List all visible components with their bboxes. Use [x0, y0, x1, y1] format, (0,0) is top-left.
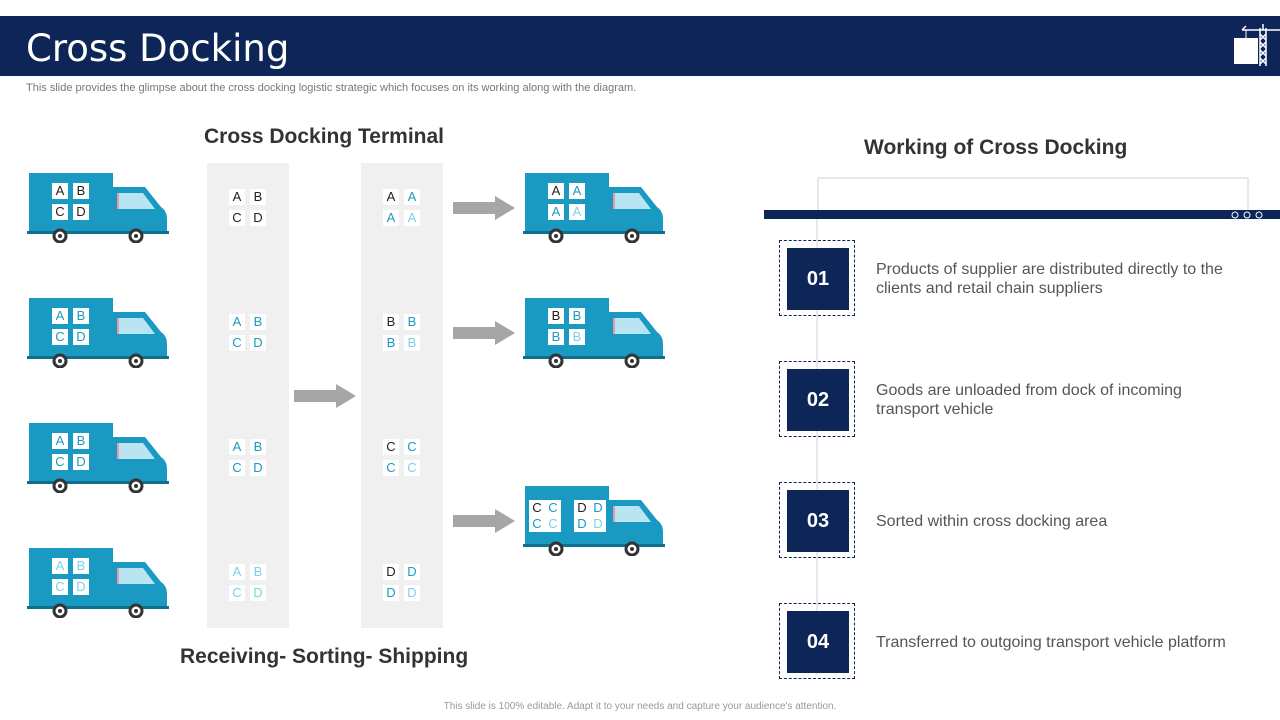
cargo-box: C	[229, 335, 245, 351]
cargo-box: D	[73, 204, 89, 220]
outgoing-truck	[523, 298, 665, 368]
cargo-box: A	[52, 183, 68, 199]
step-number: 03	[787, 490, 849, 552]
cargo-box: B	[73, 433, 89, 449]
cargo-box: A	[404, 210, 420, 226]
cargo-box: C	[52, 204, 68, 220]
cargo-box: B	[250, 314, 266, 330]
cargo-box: D	[574, 516, 590, 532]
arrow-icon	[453, 509, 515, 533]
cargo-box: B	[569, 329, 585, 345]
step-number: 01	[787, 248, 849, 310]
cargo-box: C	[545, 516, 561, 532]
cargo-box: C	[229, 460, 245, 476]
incoming-truck	[27, 423, 169, 493]
footer-note: This slide is 100% editable. Adapt it to…	[443, 701, 837, 712]
title-bar	[0, 16, 1280, 76]
cargo-box: A	[52, 558, 68, 574]
cargo-box: B	[73, 308, 89, 324]
incoming-truck	[27, 298, 169, 368]
cargo-box: D	[73, 454, 89, 470]
cargo-box: A	[383, 210, 399, 226]
cargo-box: C	[404, 460, 420, 476]
cargo-box: A	[548, 183, 564, 199]
arrow-icon	[294, 384, 356, 408]
outgoing-truck	[523, 173, 665, 243]
cargo-box: A	[229, 314, 245, 330]
cargo-box: D	[383, 564, 399, 580]
cargo-box: D	[250, 210, 266, 226]
page-number: 30	[1241, 47, 1251, 56]
step-description: Products of supplier are distributed dir…	[876, 261, 1223, 297]
cargo-box: C	[52, 329, 68, 345]
cargo-box: B	[569, 308, 585, 324]
cargo-box: D	[250, 460, 266, 476]
cargo-box: D	[250, 335, 266, 351]
step-number-badge: 02	[779, 361, 855, 437]
cargo-box: C	[529, 500, 545, 516]
cargo-box: D	[250, 585, 266, 601]
cargo-box: B	[548, 329, 564, 345]
cargo-box: A	[229, 189, 245, 205]
cargo-box: D	[383, 585, 399, 601]
cargo-box: A	[548, 204, 564, 220]
receiving-lane	[207, 163, 289, 628]
cargo-box: B	[404, 314, 420, 330]
cargo-box: A	[52, 433, 68, 449]
cargo-box: A	[52, 308, 68, 324]
cargo-box: B	[250, 564, 266, 580]
cargo-box: A	[229, 564, 245, 580]
cargo-box: D	[590, 516, 606, 532]
cargo-box: C	[229, 585, 245, 601]
step-number-badge: 01	[779, 240, 855, 316]
cargo-box: B	[73, 183, 89, 199]
cargo-box: C	[229, 210, 245, 226]
cargo-box: D	[404, 564, 420, 580]
cargo-box: C	[52, 579, 68, 595]
dots-icon	[1231, 211, 1263, 219]
cargo-box: B	[548, 308, 564, 324]
cargo-box: C	[383, 460, 399, 476]
arrow-icon	[453, 196, 515, 220]
incoming-truck	[27, 548, 169, 618]
cargo-box: B	[383, 314, 399, 330]
cargo-box: D	[574, 500, 590, 516]
cargo-box: B	[404, 335, 420, 351]
incoming-truck	[27, 173, 169, 243]
step-description: Goods are unloaded from dock of incoming…	[876, 382, 1182, 418]
process-label: Receiving- Sorting- Shipping	[180, 645, 469, 668]
page-title: Cross Docking	[26, 27, 290, 70]
cargo-box: D	[73, 329, 89, 345]
cargo-box: C	[529, 516, 545, 532]
step-number: 02	[787, 369, 849, 431]
step-number: 04	[787, 611, 849, 673]
cargo-box: C	[404, 439, 420, 455]
cargo-box: A	[383, 189, 399, 205]
cargo-box: A	[404, 189, 420, 205]
cargo-box: A	[569, 183, 585, 199]
cargo-box: C	[545, 500, 561, 516]
cargo-box: C	[383, 439, 399, 455]
step-number-badge: 03	[779, 482, 855, 558]
cargo-box: D	[404, 585, 420, 601]
cargo-box: B	[250, 189, 266, 205]
cargo-box: C	[52, 454, 68, 470]
sorting-lane	[361, 163, 443, 628]
cargo-box: D	[73, 579, 89, 595]
slide-subtitle: This slide provides the glimpse about th…	[26, 82, 637, 94]
arrow-icon	[453, 321, 515, 345]
cargo-box: B	[73, 558, 89, 574]
cargo-box: B	[383, 335, 399, 351]
cargo-box: B	[250, 439, 266, 455]
cargo-box: D	[590, 500, 606, 516]
terminal-title: Cross Docking Terminal	[204, 125, 445, 148]
cargo-box: A	[569, 204, 585, 220]
step-number-badge: 04	[779, 603, 855, 679]
step-description: Transferred to outgoing transport vehicl…	[876, 634, 1226, 651]
step-description: Sorted within cross docking area	[876, 513, 1108, 530]
cargo-box: A	[229, 439, 245, 455]
working-title: Working of Cross Docking	[864, 136, 1128, 159]
crane-icon	[1234, 24, 1280, 66]
